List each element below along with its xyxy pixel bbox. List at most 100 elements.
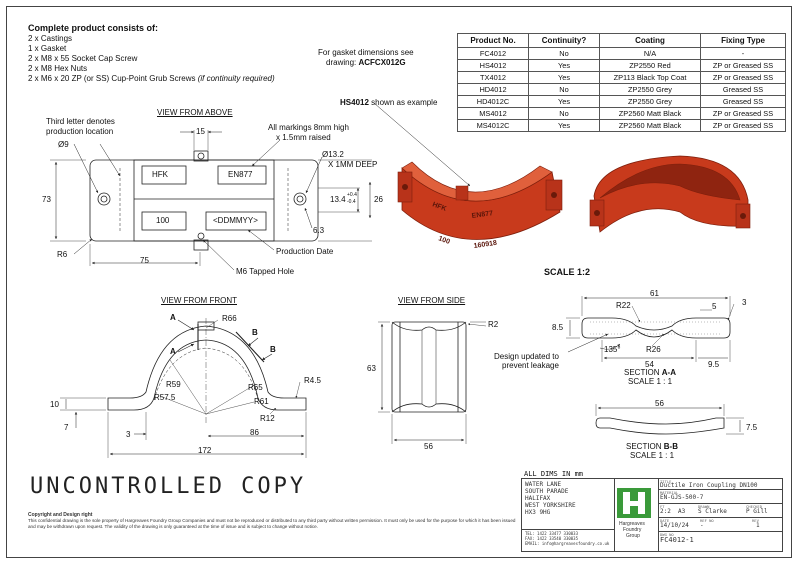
dim-side-56: 56 (424, 442, 433, 451)
dim-aa-61: 61 (650, 289, 659, 298)
front-outline (107, 325, 307, 411)
view-from-above (50, 130, 372, 271)
dim-172: 172 (198, 446, 212, 455)
section-aa-title: SECTION A-A (624, 368, 676, 377)
section-marker-a-bottom: A (170, 347, 176, 356)
dim-aa-5: 5 (712, 302, 717, 311)
telephone: TEL: 1422 33477 330033 (525, 531, 578, 536)
section-a-a (566, 296, 735, 362)
checked-label: CHECKED (746, 504, 763, 509)
dim-r2: R2 (488, 320, 499, 329)
dim-deep: X 1MM DEEP (328, 160, 378, 169)
marking-box (141, 165, 187, 185)
render-mark-100: 100 (437, 235, 450, 246)
notes-line-1: 2 x Castings (28, 34, 73, 43)
table-cell: ZP or Greased SS (700, 119, 786, 132)
dim-73: 73 (42, 195, 51, 204)
dim-side-63: 63 (367, 364, 376, 373)
markings-note-1: All markings 8mm high (268, 123, 349, 132)
gasket-note-1: For gasket dimensions see (318, 48, 414, 57)
render-hs4012-front: HFK EN877 100 160918 (397, 161, 563, 250)
tapped-hole-note: M6 Tapped Hole (236, 267, 295, 276)
drawn-value: S Clarke (698, 508, 727, 515)
address-line: HX3 9HG (525, 509, 551, 516)
rev-value: 1 (756, 522, 760, 529)
title-block: WATER LANE SOUTH PARADE HALIFAX WEST YOR… (521, 478, 783, 552)
dim-aa-8-5: 8.5 (552, 323, 564, 332)
dim-r6: R6 (57, 250, 68, 259)
dim-dia-13-2: Ø13.2 (322, 150, 344, 159)
dim-r61: R61 (254, 397, 269, 406)
view-above-label: VIEW FROM ABOVE (157, 108, 233, 117)
address-line: WATER LANE (525, 481, 562, 488)
address-line: HALIFAX (525, 495, 551, 502)
table-cell: MS4012C (457, 119, 529, 132)
title-label: TITLE (660, 479, 672, 484)
copyright-body: This confidential drawing is the sole pr… (28, 518, 516, 529)
date-label: DATE (660, 518, 670, 523)
dim-tol-plus: +0.4 (347, 192, 357, 198)
drawing-title: Ductile Iron Coupling DN100 (660, 482, 758, 489)
production-date-note: Production Date (276, 247, 334, 256)
render-mark-hfk: HFK (431, 201, 447, 212)
scale-label: SCALE 1:2 (544, 267, 591, 277)
marking-box (141, 211, 187, 231)
dim-86: 86 (250, 428, 259, 437)
product-table: Product No. Continuity? Coating Fixing T… (457, 33, 786, 132)
dim-10: 10 (50, 400, 59, 409)
bolt-hole-icon (97, 192, 111, 206)
all-dims-note: ALL DIMS IN mm (524, 470, 584, 478)
mark-100: 100 (156, 216, 170, 225)
section-marker-a-top: A (170, 313, 176, 322)
section-aa-scale: SCALE 1 : 1 (628, 377, 673, 386)
dim-dia-9: Ø9 (58, 140, 69, 149)
logo-name-2: Foundry (623, 527, 642, 533)
render-hs4012-back (589, 155, 751, 233)
dim-tol-minus: -0.4 (347, 199, 356, 205)
dim-aa-r26: R26 (646, 345, 661, 354)
dim-bb-7-5: 7.5 (746, 423, 758, 432)
markings-note-2: x 1.5mm raised (276, 133, 331, 142)
dim-aa-9-5: 9.5 (708, 360, 720, 369)
notes-line-5: 2 x M6 x 20 ZP (or SS) Cup-Point Grub Sc… (28, 74, 275, 83)
view-side-label: VIEW FROM SIDE (398, 296, 466, 305)
side-outline (391, 321, 467, 413)
uncontrolled-copy-stamp: UNCONTROLLED COPY (30, 474, 307, 499)
mark-hfk: HFK (152, 170, 168, 179)
dwg-value: FC4012-1 (660, 536, 694, 544)
view-from-side (378, 321, 487, 444)
view-front-label: VIEW FROM FRONT (161, 296, 237, 305)
sheet-size: A3 (678, 508, 686, 515)
checked-value: P Gill (746, 508, 768, 515)
mark-date: <DDMMYY> (213, 216, 258, 225)
ref-value: - (700, 522, 704, 529)
rev-label: REV (752, 518, 759, 523)
third-letter-note-2: production location (46, 127, 114, 136)
dim-r66: R66 (222, 314, 237, 323)
section-b-b (595, 404, 744, 435)
address-line: SOUTH PARADE (525, 488, 569, 495)
dwg-label: DWG NO (660, 532, 674, 537)
example-note: HS4012 shown as example (340, 98, 438, 107)
table-cell: Yes (528, 119, 600, 132)
notes-line-4: 2 x M8 Hex Nuts (28, 64, 88, 73)
section-marker-b-top: B (252, 328, 258, 337)
dim-aa-3: 3 (742, 298, 747, 307)
copyright-notice: Copyright and Design right This confiden… (28, 512, 518, 530)
drawn-label: DRAWN (698, 504, 710, 509)
dim-aa-54: 54 (645, 360, 654, 369)
tapped-hole-icon (197, 232, 205, 240)
marking-box (217, 165, 267, 185)
section-bb-scale: SCALE 1 : 1 (630, 451, 675, 460)
logo-mark (623, 492, 645, 514)
third-letter-note-1: Third letter denotes (46, 117, 115, 126)
logo-name-3: Group (626, 533, 640, 539)
material-value: EN-GJS-500-7 (660, 494, 704, 501)
render-mark-date: 160918 (473, 240, 497, 250)
